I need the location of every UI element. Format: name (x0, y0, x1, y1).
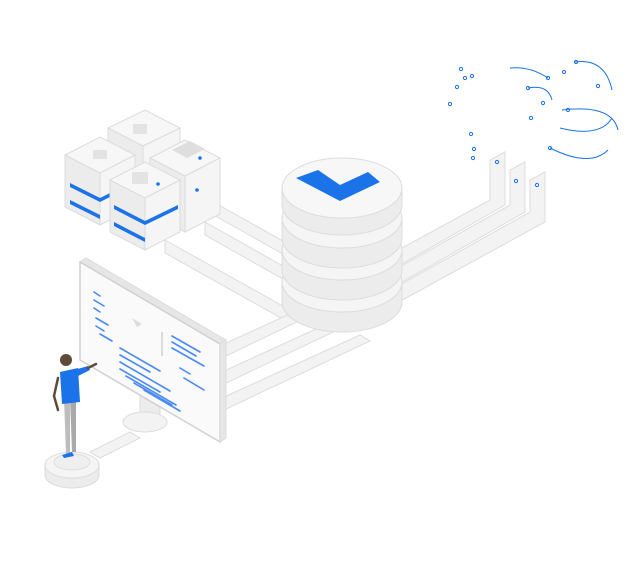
person-icon (52, 354, 98, 458)
pedestal-pipe (88, 431, 142, 459)
monitor-icon (79, 257, 227, 444)
server-unit (108, 161, 182, 251)
check-logo-icon (296, 170, 380, 201)
pedestal (44, 451, 100, 489)
server-pipes (164, 199, 291, 324)
server-rack-icon (63, 109, 222, 251)
data-particles-icon (447, 59, 619, 188)
code-lines (93, 291, 205, 412)
outlet-pipes (378, 151, 546, 305)
database-stack-icon (281, 157, 403, 333)
